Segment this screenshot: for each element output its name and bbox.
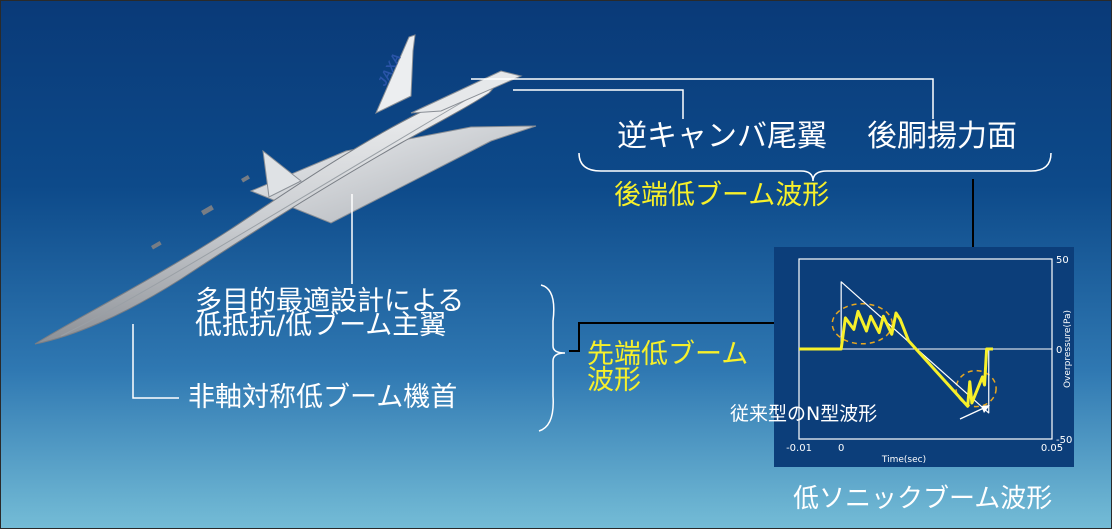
front-low-boom-label-line2: 波形 — [587, 365, 641, 396]
vertical-tail — [375, 34, 416, 115]
aft-fuselage-lift-label: 後胴揚力面 — [867, 119, 1017, 154]
main-wing — [249, 125, 537, 224]
x-axis-label: Time(sec) — [881, 455, 926, 465]
highlight-ellipse-2 — [955, 369, 997, 408]
x-tick-label: -0.01 — [786, 443, 812, 454]
waveform-caption: 低ソニックブーム波形 — [793, 484, 1053, 514]
front-low-boom-label-line1: 先端低ブーム — [587, 339, 749, 370]
nose-label: 非軸対称低ブーム機首 — [188, 382, 458, 413]
n-wave-arrowhead — [981, 405, 990, 413]
n-wave-label: 従来型のN型波形 — [730, 403, 878, 425]
y-tick-label: 0 — [1056, 345, 1062, 356]
x-tick-label: 0.05 — [1041, 443, 1063, 454]
horizontal-tail — [410, 70, 523, 114]
callout-lines — [132, 78, 1052, 432]
x-tick-label: 0 — [838, 443, 844, 454]
y-tick-label: 50 — [1056, 255, 1069, 266]
y-tick-label: -50 — [1056, 435, 1072, 446]
low-boom-waveform-line — [799, 309, 993, 408]
n-wave-arrow — [959, 406, 987, 420]
wing-design-label-line1: 多目的最適設計による — [195, 286, 465, 317]
inverted-canard-tail-label: 逆キャンバ尾翼 — [617, 119, 827, 154]
y-axis-label: Overpressure(Pa) — [1063, 310, 1073, 388]
aft-low-boom-label: 後端低ブーム波形 — [614, 180, 830, 211]
canard-fin — [262, 149, 302, 198]
wing-design-label-line2: 低抵抗/低ブーム主翼 — [195, 310, 447, 341]
